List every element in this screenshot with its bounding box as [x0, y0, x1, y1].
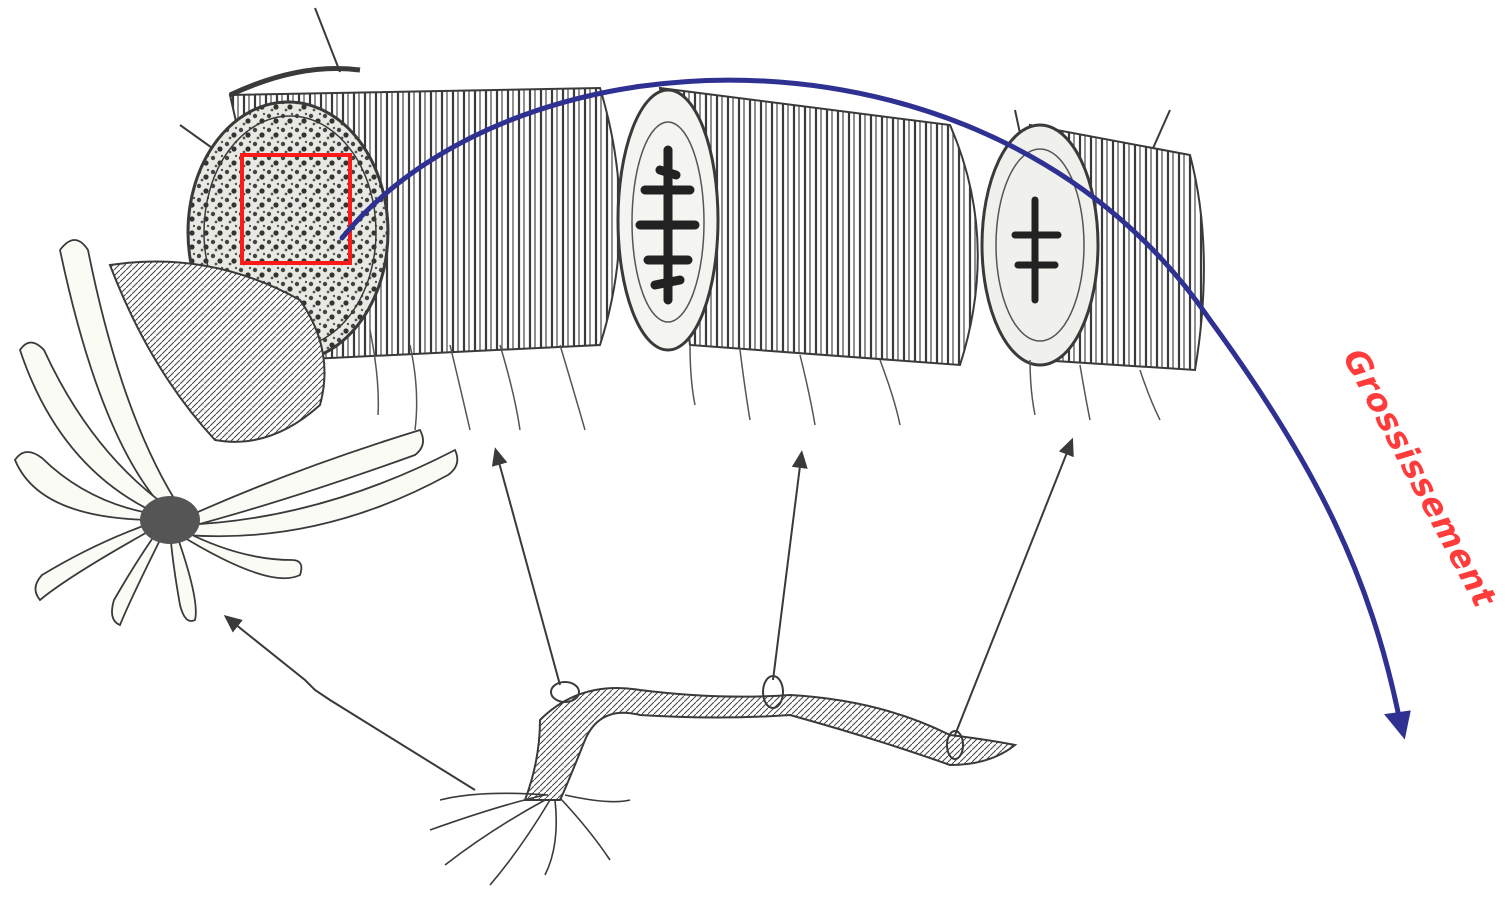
- whole-root: [430, 676, 1015, 885]
- root-segment-2: [618, 88, 978, 425]
